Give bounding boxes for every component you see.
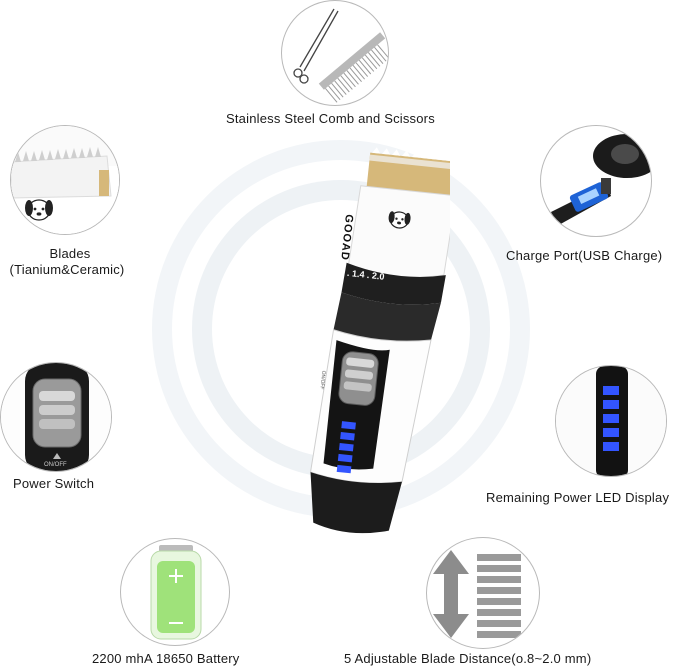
led-display-circle (555, 365, 667, 477)
blades-circle (10, 125, 120, 235)
battery-circle (120, 538, 230, 646)
battery-label: 2200 mhA 18650 Battery (92, 651, 240, 666)
power-switch-circle: ON/OFF (0, 362, 112, 472)
clipper-product-image: GOOAD 0.8 . 1.4 . 2.0 ON/OFF (240, 145, 450, 540)
charge-port-circle (540, 125, 652, 237)
blade-distance-label: 5 Adjustable Blade Distance(o.8~2.0 mm) (344, 651, 592, 666)
power-switch-label: Power Switch (13, 476, 95, 491)
blades-label-line2: (Tianium&Ceramic) (9, 262, 125, 277)
power-switch-closeup-text: ON/OFF (44, 462, 67, 468)
led-display-label: Remaining Power LED Display (486, 490, 670, 505)
blade-distance-circle (426, 537, 540, 649)
charge-port-label: Charge Port(USB Charge) (506, 248, 663, 263)
comb-scissors-label: Stainless Steel Comb and Scissors (226, 111, 435, 126)
blades-label-line1: Blades (49, 246, 91, 261)
comb-scissors-circle (281, 0, 389, 106)
battery-icon (150, 545, 202, 640)
up-down-arrow-icon (433, 550, 521, 638)
